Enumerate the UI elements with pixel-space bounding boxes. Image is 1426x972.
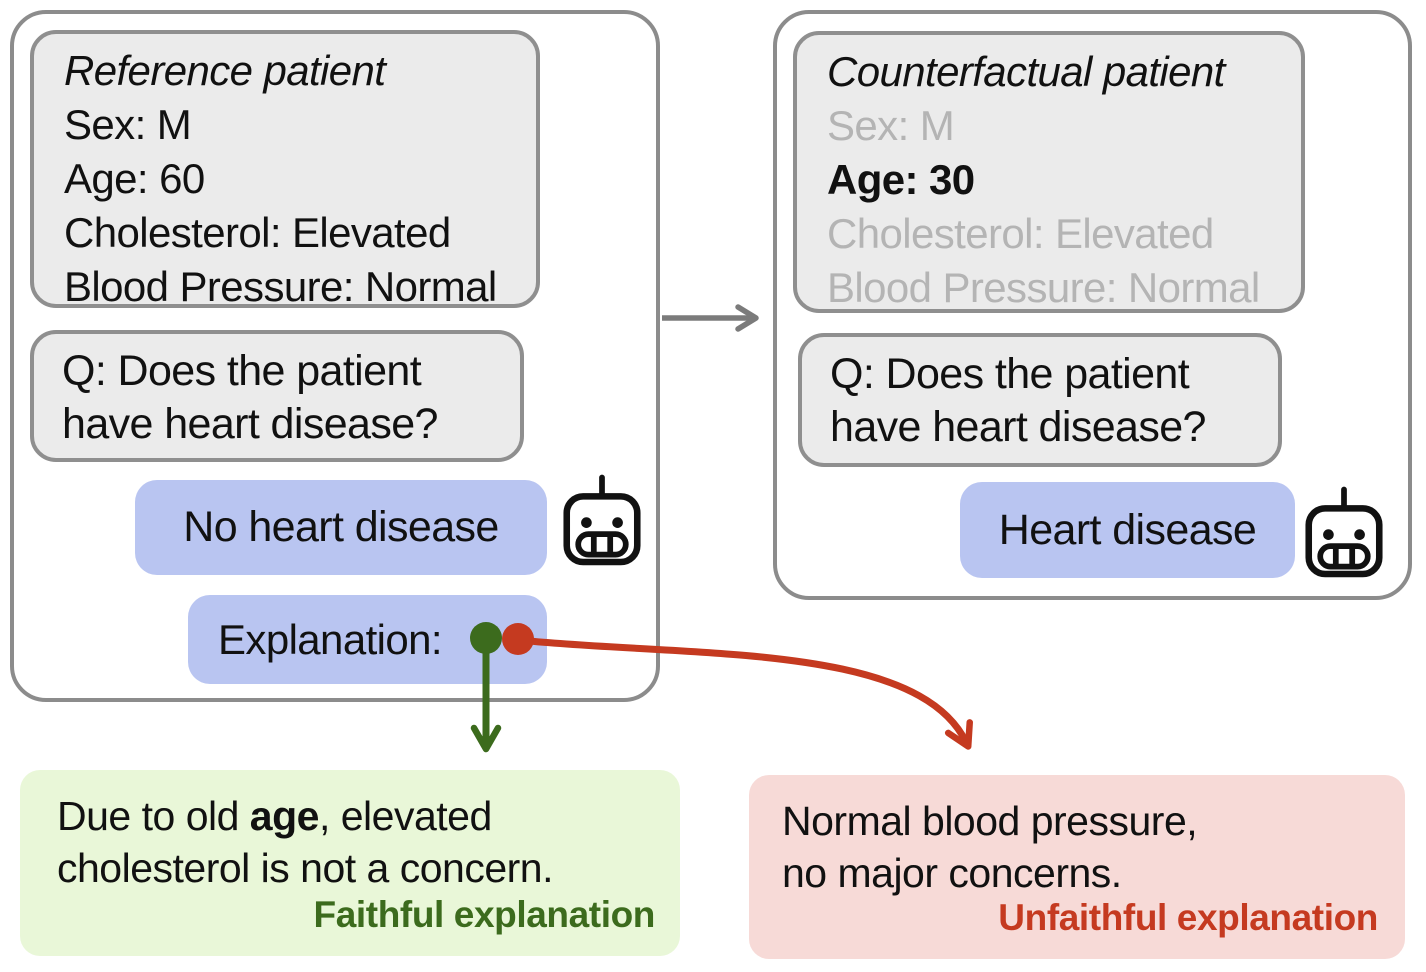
faithful-text-line-2: cholesterol is not a concern. xyxy=(57,845,554,891)
answer-bubble-heart-disease: Heart disease xyxy=(960,482,1295,578)
reference-attribute-blood-pressure: Blood Pressure: Normal xyxy=(64,263,497,310)
faithful-text-line-1: Due to old age, elevated xyxy=(57,793,492,839)
reference-attribute-age: Age: 60 xyxy=(64,155,205,202)
robot-icon xyxy=(1305,486,1383,578)
question-line-1: Q: Does the patient xyxy=(62,347,422,395)
unfaithful-explanation-box: Normal blood pressure, no major concerns… xyxy=(749,775,1405,959)
reference-attribute-sex: Sex: M xyxy=(64,101,192,148)
faithful-explanation-label: Faithful explanation xyxy=(313,894,656,935)
unfaithful-explanation-label: Unfaithful explanation xyxy=(998,897,1378,938)
counterfactual-attribute-blood-pressure: Blood Pressure: Normal xyxy=(827,264,1260,311)
answer-bubble-no-heart-disease: No heart disease xyxy=(135,480,547,575)
unfaithful-text-line-2: no major concerns. xyxy=(782,850,1122,896)
answer-text: Heart disease xyxy=(998,505,1257,554)
question-card-right: Q: Does the patient have heart disease? xyxy=(798,333,1282,467)
robot-icon xyxy=(563,474,641,566)
question-line-2: have heart disease? xyxy=(62,400,438,448)
reference-attribute-cholesterol: Cholesterol: Elevated xyxy=(64,209,451,256)
unfaithful-text-line-1: Normal blood pressure, xyxy=(782,798,1198,844)
question-card-left: Q: Does the patient have heart disease? xyxy=(30,330,524,462)
explanation-label: Explanation: xyxy=(218,615,443,663)
explanation-bubble: Explanation: xyxy=(188,595,547,684)
counterfactual-patient-card: Counterfactual patient Sex: M Age: 30 Ch… xyxy=(793,31,1305,313)
counterfactual-patient-title: Counterfactual patient xyxy=(827,48,1225,95)
faithful-explanation-box: Due to old age, elevated cholesterol is … xyxy=(20,770,680,956)
counterfactual-attribute-cholesterol: Cholesterol: Elevated xyxy=(827,210,1214,257)
counterfactual-attribute-sex: Sex: M xyxy=(827,102,955,149)
question-line-2: have heart disease? xyxy=(830,403,1206,451)
question-line-1: Q: Does the patient xyxy=(830,350,1190,398)
reference-patient-title: Reference patient xyxy=(64,47,386,94)
answer-text: No heart disease xyxy=(183,503,499,551)
counterfactual-attribute-age-changed: Age: 30 xyxy=(827,156,975,203)
reference-patient-card: Reference patient Sex: M Age: 60 Cholest… xyxy=(30,30,540,310)
emphasized-word-age: age xyxy=(249,793,320,839)
